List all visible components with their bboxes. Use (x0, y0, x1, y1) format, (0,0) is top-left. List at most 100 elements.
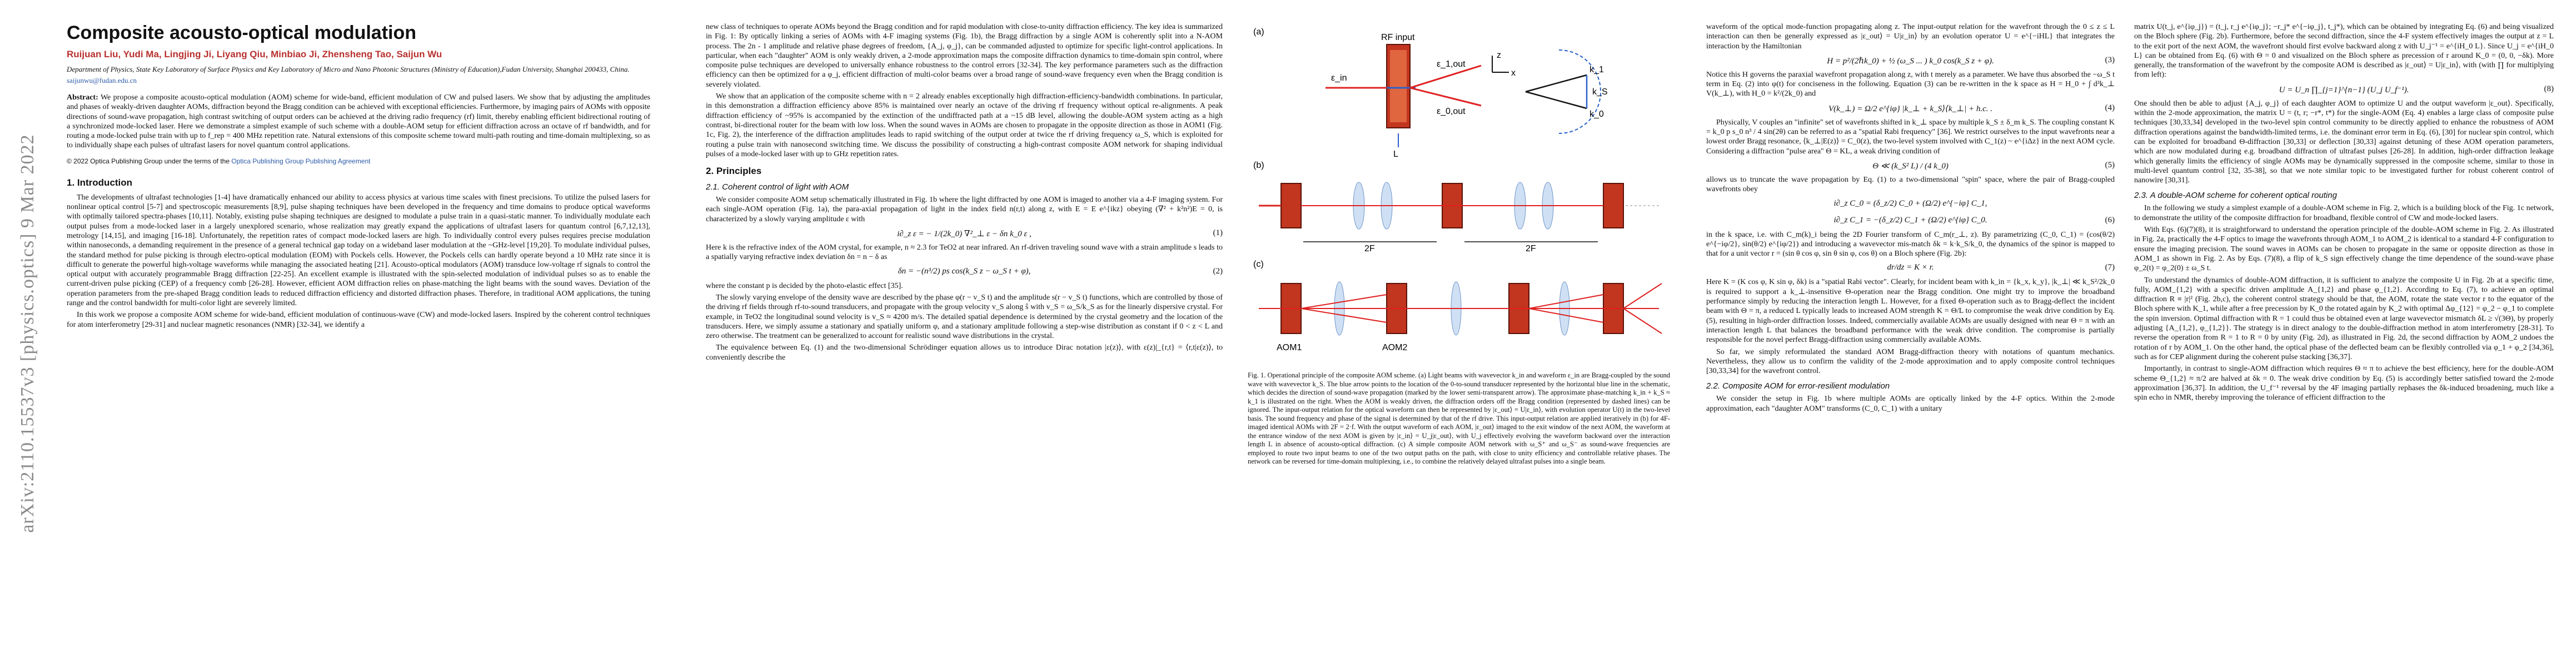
output-beam-c-2 (1623, 308, 1662, 334)
paragraph-3-13: To understand the dynamics of double-AOM… (2134, 276, 2554, 361)
label-e0-out: ε_0,out (1437, 107, 1466, 116)
page-2: new class of techniques to operate AOMs … (706, 0, 1678, 667)
equation-2-number: (2) (1213, 266, 1223, 276)
page-1-column: Composite acousto-optical modulation Rui… (67, 22, 650, 332)
abstract: Abstract: We propose a composite acousto… (67, 93, 650, 151)
page-3-column-1: waveform of the optical mode-function pr… (1706, 22, 2115, 416)
section-heading-introduction: 1. Introduction (67, 177, 133, 188)
paragraph-3-3: Physically, V couples an "infinite" set … (1706, 118, 2115, 156)
equation-7: dr/dz = K × r. (7) (1706, 261, 2115, 277)
abstract-text: We propose a composite acousto-optical m… (67, 93, 650, 150)
equation-4-number: (4) (2105, 103, 2115, 112)
aom1-crystal-b (1280, 183, 1302, 228)
intro-paragraph-1: The developments of ultrafast technologi… (67, 193, 650, 308)
equation-3-number: (3) (2105, 55, 2115, 64)
label-aom1-c: AOM1 (1277, 343, 1302, 352)
label-rf-input: RF input (1381, 33, 1415, 42)
page-1: Composite acousto-optical modulation Rui… (67, 0, 656, 667)
copyright-notice: © 2022 Optica Publishing Group under the… (67, 157, 650, 165)
equation-4-body: V(k_⊥) = Ω/2 e^{iφ} |k_⊥ + k_S⟩⟨k_⊥| + h… (1828, 104, 1993, 113)
figure-1: (a) ε_in ε_1,out ε_0,out RF input L z x … (1248, 22, 1670, 466)
equation-3: H = p²/(2ℏk_0) + ½ (ω_S ... ) k_0 cos(k_… (1706, 53, 2115, 70)
paragraph-3-8: We consider the setup in Fig. 1b where m… (1706, 395, 2115, 413)
paragraph-3-7: So far, we simply reformulated the stand… (1706, 347, 2115, 376)
equation-6a-body: i∂_z C_0 = (δ_z/2) C_0 + (Ω/2) e^{−iφ} C… (1833, 198, 1987, 208)
equation-6a: i∂_z C_0 = (δ_z/2) C_0 + (Ω/2) e^{−iφ} C… (1706, 197, 2115, 213)
principles-intro-paragraph-2: We show that an application of the compo… (706, 92, 1223, 158)
paragraph-3-14: Importantly, in contrast to single-AOM d… (2134, 365, 2554, 402)
label-length: L (1393, 150, 1398, 159)
equation-6-number: (6) (2105, 215, 2115, 225)
paragraph-2-1-d: The slowly varying envelope of the densi… (706, 293, 1223, 341)
arxiv-stamp: arXiv:2110.15537v3 [physics.optics] 9 Ma… (11, 133, 44, 534)
paragraph-3-2: Notice this H governs the paraxial wavef… (1706, 70, 2115, 98)
equation-5-number: (5) (2105, 160, 2115, 170)
panel-c-label: (c) (1253, 260, 1264, 269)
principles-intro-paragraph-1: new class of techniques to operate AOMs … (706, 23, 1223, 89)
paper-title: Composite acousto-optical modulation (67, 22, 417, 43)
label-aom2-c: AOM2 (1382, 343, 1407, 352)
paragraph-3-5: in the k space, i.e. with C_m(k)_i being… (1706, 230, 2115, 258)
paragraph-3-6: Here K = (K cos φ, K sin φ, δk) is a "sp… (1706, 278, 2115, 345)
diffracted-beam-a (1409, 64, 1482, 89)
equation-4: V(k_⊥) = Ω/2 e^{iφ} |k_⊥ + k_S⟩⟨k_⊥| + h… (1706, 101, 2115, 118)
equation-7-body: dr/dz = K × r. (1887, 263, 1934, 272)
paragraph-3-1: waveform of the optical mode-function pr… (1706, 23, 2115, 51)
equation-7-number: (7) (2105, 263, 2115, 272)
aom-crystal-a-inner (1390, 50, 1407, 122)
label-axis-x: x (1511, 68, 1516, 78)
undiffracted-beam-a (1409, 87, 1482, 107)
subsection-heading-2-1: 2.1. Coherent control of light with AOM (706, 182, 849, 192)
label-ks: k_S (1592, 87, 1608, 97)
abstract-label: Abstract: (67, 93, 98, 102)
panel-a-label: (a) (1253, 27, 1264, 37)
intro-paragraph-2: In this work we propose a composite AOM … (67, 311, 650, 329)
affiliation: Department of Physics, State Key Laborat… (67, 65, 630, 73)
equation-2-body: δn = −(n³/2) ps cos(k_S z − ω_S t + φ), (898, 266, 1031, 276)
beam-path-c-lower (1301, 308, 1387, 323)
author-email-link[interactable]: saijunwu@fudan.edu.cn (67, 76, 137, 84)
equation-8-body: U = U_n ∏_{j=1}^{n−1} (U_j U_f⁻¹). (2279, 85, 2409, 94)
phase-matching-arc (1558, 49, 1601, 134)
beam-path-c-upper (1301, 294, 1387, 309)
equation-1-body: i∂_z ε = − 1/(2k_0) ∇²_⊥ ε − δn k_0 ε , (897, 230, 1032, 239)
label-k0: k_0 (1590, 109, 1604, 119)
equation-5-body: Θ ≪ (k_S² L) / (4 k_0) (1872, 161, 1949, 171)
page-2-text-column: new class of techniques to operate AOMs … (706, 22, 1223, 365)
vector-k1 (1525, 74, 1587, 93)
figure-1-diagram: (a) ε_in ε_1,out ε_0,out RF input L z x … (1253, 27, 1662, 352)
publishing-agreement-link[interactable]: Optica Publishing Group Publishing Agree… (231, 157, 371, 165)
paragraph-2-1-b: Here k is the refractive index of the AO… (706, 243, 1223, 262)
page-3: waveform of the optical mode-function pr… (1706, 0, 2565, 667)
paragraph-3-4: allows us to truncate the wave propagati… (1706, 175, 2115, 194)
paragraph-2-1-c: where the constant p is decided by the p… (706, 281, 903, 290)
author-list: Ruijuan Liu, Yudi Ma, Lingjing Ji, Liyan… (67, 49, 442, 59)
beam-path-c-upper-2 (1528, 294, 1604, 309)
paragraph-2-1-e: The equivalence between Eq. (1) and the … (706, 344, 1223, 362)
aom3-crystal-b (1603, 183, 1624, 228)
equation-8: U = U_n ∏_{j=1}^{n−1} (U_j U_f⁻¹). (8) (2134, 82, 2554, 99)
equation-1: i∂_z ε = − 1/(2k_0) ∇²_⊥ ε − δn k_0 ε , … (706, 226, 1223, 243)
label-k1: k_1 (1590, 65, 1604, 74)
section-heading-principles: 2. Principles (706, 166, 762, 177)
equation-3-body: H = p²/(2ℏk_0) + ½ (ω_S ... ) k_0 cos(k_… (1827, 56, 1994, 66)
label-e-in: ε_in (1331, 73, 1347, 83)
label-e1-out: ε_1,out (1437, 59, 1466, 69)
paragraph-3-9: matrix U(t_j, e^{iφ_j}) = (t_j, r_j e^{i… (2134, 23, 2554, 79)
output-beam-c-1 (1623, 283, 1662, 309)
paragraph-3-11: In the following we study a simplest exa… (2134, 204, 2554, 222)
panel-b-label: (b) (1253, 161, 1264, 170)
vector-k0 (1525, 91, 1587, 109)
arxiv-stamp-text: arXiv:2110.15537v3 [physics.optics] 9 Ma… (17, 134, 38, 533)
label-axis-z: z (1497, 51, 1501, 60)
paragraph-2-1-a: We consider composite AOM setup schemati… (706, 196, 1223, 223)
figure-1-caption: Fig. 1. Operational principle of the com… (1248, 371, 1670, 465)
subsection-heading-2-3: 2.3. A double-AOM scheme for coherent op… (2134, 191, 2337, 201)
equation-2: δn = −(n³/2) ps cos(k_S z − ω_S t + φ), … (706, 265, 1223, 281)
page-3-column-2: matrix U(t_j, e^{iφ_j}) = (t_j, r_j e^{i… (2134, 22, 2554, 405)
paragraph-3-10: One should then be able to adjust {A_j, … (2134, 99, 2554, 185)
paragraph-3-12: With Eqs. (6)(7)(8), it is straightforwa… (2134, 226, 2554, 273)
label-2f-1: 2F (1364, 244, 1375, 253)
beam-path-c-lower-2 (1528, 308, 1604, 323)
subsection-heading-2-2: 2.2. Composite AOM for error-resilient m… (1706, 381, 1890, 391)
